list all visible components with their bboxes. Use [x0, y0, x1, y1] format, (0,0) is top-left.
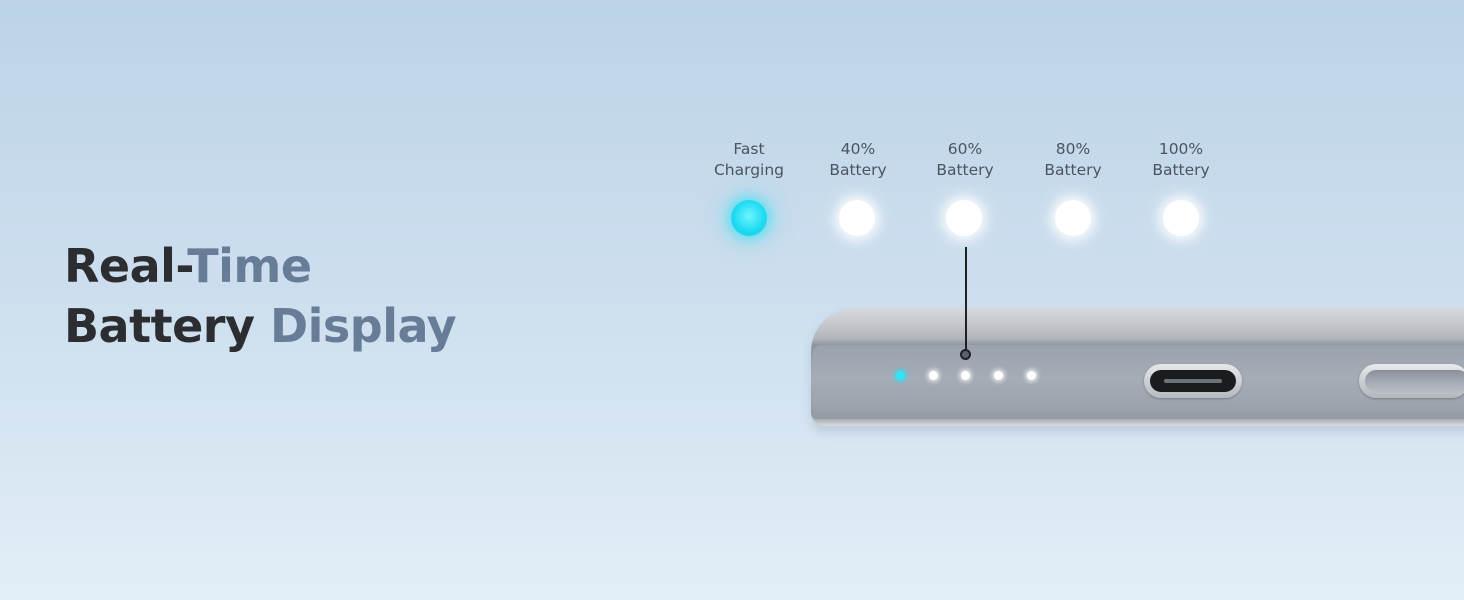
headline-display: Display: [269, 299, 457, 353]
indicator-label-line1: 60%: [947, 140, 983, 158]
indicator-label-60: 60% Battery: [905, 139, 1025, 181]
indicator-label-100: 100% Battery: [1121, 139, 1241, 181]
usb-c-port-icon: [1144, 364, 1242, 398]
indicator-label-line2: Battery: [1044, 161, 1102, 179]
headline: Real-Time Battery Display: [64, 236, 457, 356]
callout-anchor: [960, 349, 971, 360]
indicator-label-line2: Battery: [936, 161, 994, 179]
indicator-label-line2: Battery: [829, 161, 887, 179]
battery-led-40: [929, 371, 938, 380]
indicator-label-line2: Battery: [1152, 161, 1210, 179]
battery-led-100: [1027, 371, 1036, 380]
indicator-label-line1: 100%: [1158, 140, 1204, 158]
battery-40-indicator-dot: [839, 200, 875, 236]
headline-real: Real-: [64, 239, 188, 293]
fast-charging-indicator-dot: [731, 200, 767, 236]
indicator-label-line1: Fast: [733, 140, 765, 158]
indicator-label-line1: 80%: [1055, 140, 1091, 158]
indicator-label-line1: 40%: [840, 140, 876, 158]
fast-charging-led: [896, 371, 905, 380]
battery-led-80: [994, 371, 1003, 380]
battery-100-indicator-dot: [1163, 200, 1199, 236]
battery-60-indicator-dot: [946, 200, 982, 236]
battery-80-indicator-dot: [1055, 200, 1091, 236]
usb-c-port-opening: [1150, 370, 1236, 392]
indicator-label-line2: Charging: [713, 161, 785, 179]
indicator-label-40: 40% Battery: [798, 139, 918, 181]
headline-time: Time: [187, 239, 312, 293]
battery-led-60: [961, 371, 970, 380]
indicator-label-fast-charging: Fast Charging: [689, 139, 809, 181]
callout-line: [965, 247, 967, 351]
power-button-icon: [1359, 364, 1464, 398]
headline-battery: Battery: [64, 299, 255, 353]
power-bank-front-face: [813, 345, 1464, 419]
power-button-face: [1365, 370, 1464, 392]
usb-c-port-tongue: [1164, 379, 1222, 383]
indicator-label-80: 80% Battery: [1013, 139, 1133, 181]
